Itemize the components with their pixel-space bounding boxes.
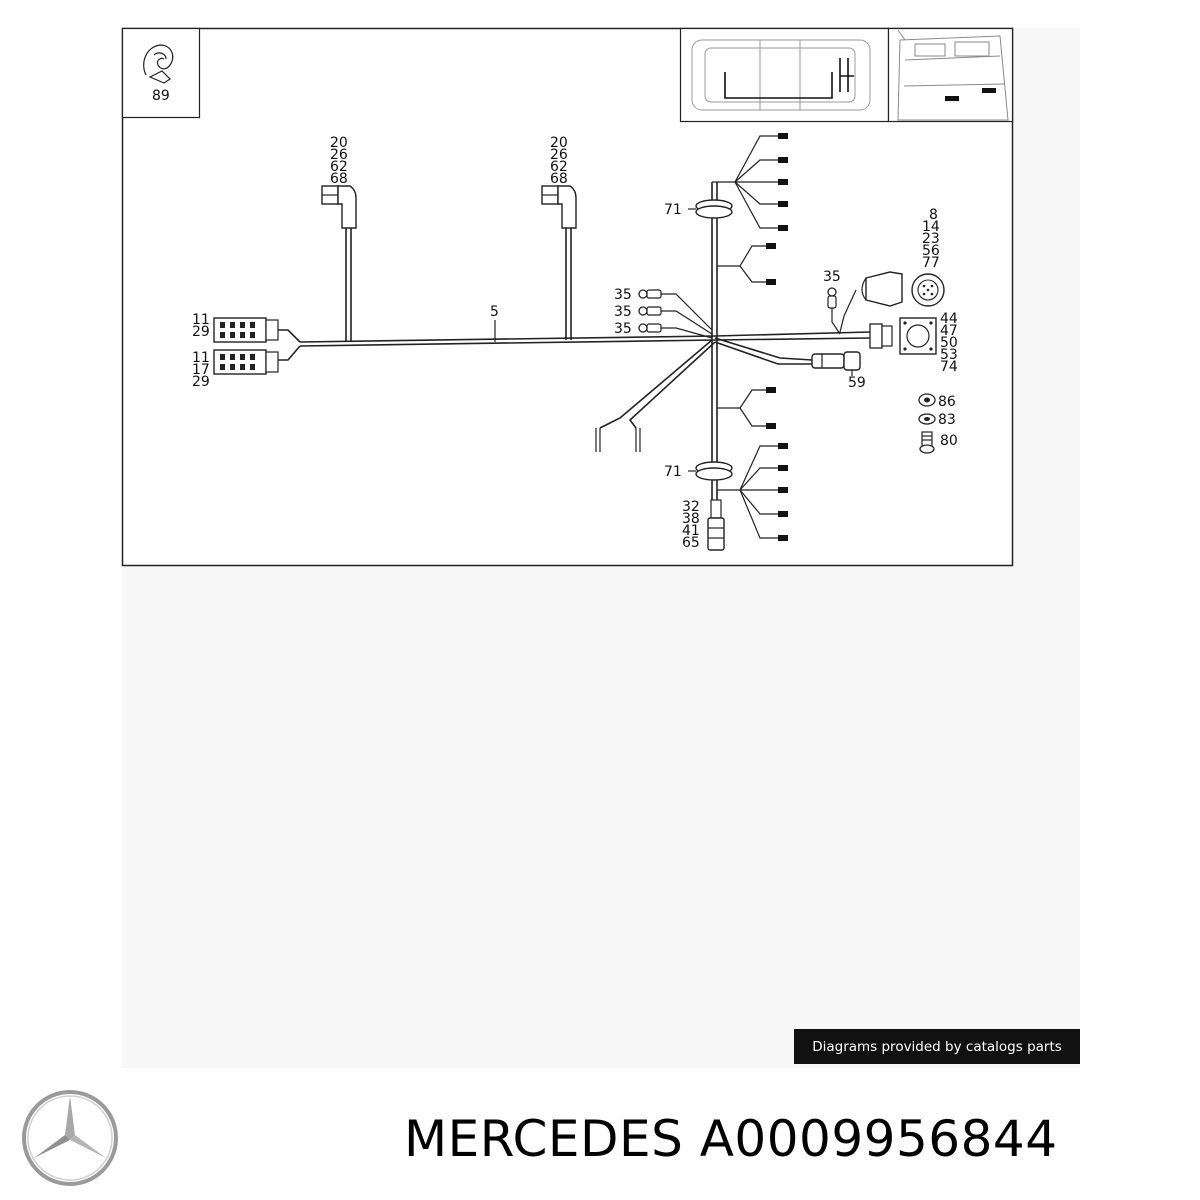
round-connector <box>811 351 861 371</box>
ground-terminal <box>827 287 841 335</box>
socket-label-5: 77 <box>922 255 940 271</box>
socket-label-3: 23 <box>922 231 940 247</box>
plug-left-label-4: 68 <box>330 171 348 187</box>
washer-label: 83 <box>938 412 956 428</box>
ring-terminal-label-1: 35 <box>614 287 632 303</box>
grommet-top-label: 71 <box>664 202 682 218</box>
screw-part <box>919 431 935 454</box>
middle-fork-top-terminals <box>766 243 776 285</box>
connector-block-bottom-label-2: 17 <box>192 362 210 378</box>
main-harness-lines <box>270 182 871 500</box>
middle-fork-top <box>717 245 768 283</box>
ground-terminal-label: 35 <box>823 269 841 285</box>
bottom-plug-label-1: 32 <box>682 499 700 515</box>
nut-label: 86 <box>938 394 956 410</box>
round-connector-label: 59 <box>848 375 866 391</box>
bottom-plug-label-4: 65 <box>682 535 700 551</box>
flange-label-1: 44 <box>940 311 958 327</box>
plug-left-label-1: 20 <box>330 135 348 151</box>
connector-block-bottom <box>213 349 279 375</box>
bottom-plug-label-3: 41 <box>682 523 700 539</box>
vehicle-rear-lights <box>945 88 996 101</box>
thumbnail-box <box>121 27 201 119</box>
vehicle-rear-view <box>897 29 1009 121</box>
flange-label-5: 74 <box>940 359 958 375</box>
flange-label-4: 53 <box>940 347 958 363</box>
plug-mid-label-4: 68 <box>550 171 568 187</box>
bottom-plug <box>707 499 725 551</box>
connector-block-bottom-label-1: 11 <box>192 350 210 366</box>
vehicle-rear-view-box <box>887 27 1014 123</box>
bottom-fanout <box>717 445 780 539</box>
connector-block-bottom-label-3: 29 <box>192 374 210 390</box>
clip-icon <box>143 44 174 84</box>
connector-block-top-label-2: 29 <box>192 324 210 340</box>
grommet-top <box>695 199 733 219</box>
flange-label-3: 50 <box>940 335 958 351</box>
plug-mid-label-1: 20 <box>550 135 568 151</box>
bottom-plug-label-2: 38 <box>682 511 700 527</box>
grommet-bottom-label: 71 <box>664 464 682 480</box>
socket-face <box>911 273 945 307</box>
credit-banner: Diagrams provided by catalogs parts <box>794 1029 1080 1064</box>
screw-label: 80 <box>940 433 958 449</box>
plug-left-label-3: 62 <box>330 159 348 175</box>
angled-plug-left <box>321 185 357 229</box>
top-fanout <box>712 135 780 229</box>
mercedes-star-icon <box>22 1090 118 1186</box>
ring-terminal-label-3: 35 <box>614 321 632 337</box>
grommet-bottom <box>695 461 733 481</box>
thumbnail-ref: 89 <box>152 88 170 104</box>
ring-terminal-label-2: 35 <box>614 304 632 320</box>
main-harness-label: 5 <box>490 304 499 320</box>
plug-mid-label-3: 62 <box>550 159 568 175</box>
connector-block-top <box>213 317 279 343</box>
part-title: MERCEDES A0009956844 <box>404 1110 1058 1168</box>
flange-label-2: 47 <box>940 323 958 339</box>
connector-block-top-label-1: 11 <box>192 312 210 328</box>
middle-fork-bottom <box>717 389 768 427</box>
plug-left-label-2: 26 <box>330 147 348 163</box>
ring-terminals <box>638 289 662 333</box>
socket-label-4: 56 <box>922 243 940 259</box>
flange-connector <box>869 317 937 355</box>
nut-part <box>918 393 936 407</box>
vehicle-top-view-box <box>679 27 890 123</box>
angled-plug-middle <box>541 185 577 229</box>
middle-fork-bottom-terminals <box>766 387 776 429</box>
vehicle-top-view-harness <box>724 58 854 99</box>
socket-label-1: 8 <box>929 207 938 223</box>
socket-label-2: 14 <box>922 219 940 235</box>
washer-part <box>918 413 936 425</box>
plug-mid-label-2: 26 <box>550 147 568 163</box>
socket-housing <box>839 271 903 333</box>
top-fanout-terminals <box>778 133 788 231</box>
bottom-fanout-terminals <box>778 443 788 541</box>
